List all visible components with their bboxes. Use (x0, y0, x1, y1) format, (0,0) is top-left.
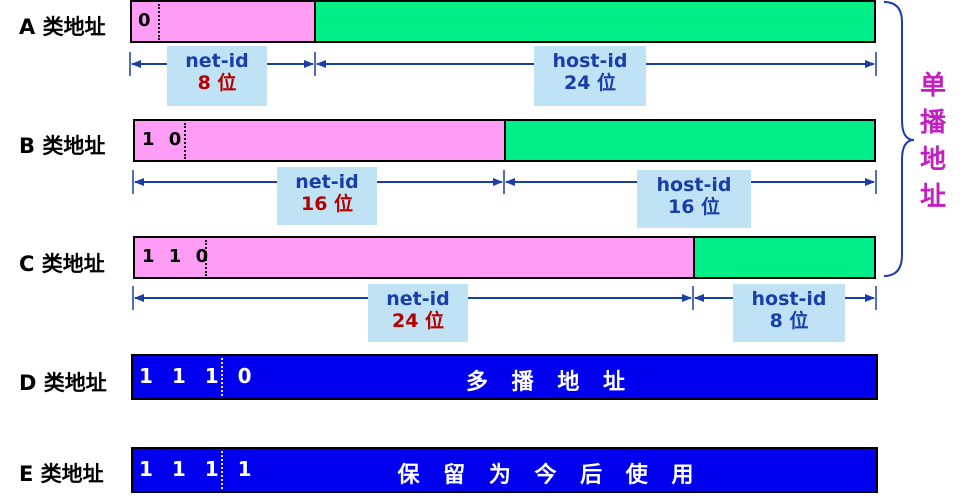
class-b-net-id-box: net-id 16 位 (277, 167, 377, 225)
class-a-host-id-box: host-id 24 位 (534, 46, 646, 106)
class-e-prefix-bits: 1 1 1 1 (139, 457, 258, 481)
class-a-net-field (130, 0, 316, 43)
class-c-net-id-label: net-id (386, 288, 450, 310)
class-b-net-bits: 16 位 (300, 193, 354, 215)
class-b-prefix-bits: 1 0 (142, 129, 186, 150)
class-b-host-id-box: host-id 16 位 (637, 170, 751, 228)
class-a-prefix-divider (158, 4, 160, 40)
class-c-net-id-box: net-id 24 位 (368, 284, 468, 342)
unicast-char-3: 地 (919, 145, 946, 175)
class-b-host-field (504, 119, 876, 162)
class-c-net-bits: 24 位 (391, 310, 445, 332)
class-a-net-id-label: net-id (185, 50, 249, 72)
class-e-label: E 类地址 (19, 462, 104, 486)
unicast-char-2: 播 (919, 108, 946, 138)
class-d-field (131, 354, 878, 400)
class-d-prefix-divider (221, 358, 223, 396)
class-b-prefix-divider (184, 123, 186, 159)
class-b-net-id-label: net-id (295, 171, 359, 193)
class-a-arrows (129, 52, 877, 76)
class-e-field (131, 447, 878, 493)
class-a-label: A 类地址 (19, 15, 106, 39)
class-a-host-bits: 24 位 (563, 72, 617, 94)
class-c-prefix-bits: 1 1 0 (142, 246, 213, 267)
class-c-host-bits: 8 位 (769, 310, 809, 332)
class-b-label: B 类地址 (19, 134, 106, 158)
class-c-net-field (133, 236, 695, 279)
unicast-char-1: 单 (919, 71, 946, 101)
class-c-label: C 类地址 (19, 252, 105, 276)
class-c-host-id-box: host-id 8 位 (733, 284, 845, 342)
class-e-prefix-divider (221, 451, 223, 489)
unicast-char-4: 址 (919, 182, 946, 212)
class-b-host-id-label: host-id (656, 174, 732, 196)
class-c-prefix-divider (205, 240, 207, 276)
class-a-host-field (314, 0, 876, 43)
class-b-net-field (133, 119, 506, 162)
class-b-host-bits: 16 位 (667, 196, 721, 218)
class-d-label: D 类地址 (19, 371, 107, 395)
class-d-prefix-bits: 1 1 1 0 (139, 364, 258, 388)
class-c-arrows (132, 286, 877, 310)
class-a-prefix-bits: 0 (138, 10, 155, 31)
class-c-host-id-label: host-id (751, 288, 827, 310)
unicast-brace (883, 1, 915, 277)
class-d-title: 多 播 地 址 (466, 370, 633, 395)
class-e-title: 保 留 为 今 后 使 用 (397, 463, 702, 488)
class-a-net-bits: 8 位 (197, 72, 237, 94)
class-b-arrows (132, 170, 877, 194)
class-c-host-field (693, 236, 876, 279)
class-a-host-id-label: host-id (552, 50, 628, 72)
unicast-label: 单 播 地 址 (918, 68, 948, 216)
class-a-net-id-box: net-id 8 位 (167, 46, 267, 106)
